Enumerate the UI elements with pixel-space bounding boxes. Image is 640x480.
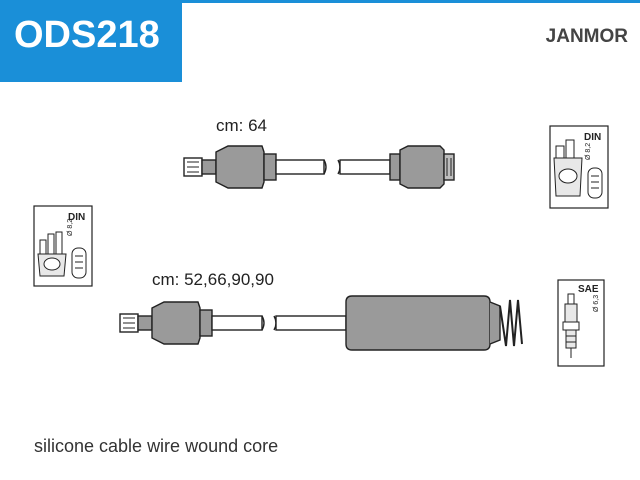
part-number: ODS218	[14, 14, 160, 56]
top-rule	[182, 0, 640, 3]
cable-2-length: cm: 52,66,90,90	[152, 270, 274, 289]
cable-1-length: cm: 64	[216, 116, 268, 135]
cable-2-left-boot	[151, 301, 201, 345]
title-banner: ODS218	[0, 0, 182, 82]
coil-connector-icon	[553, 139, 603, 199]
cable-2	[119, 295, 523, 351]
cable-2-long-boot	[345, 295, 491, 351]
badge-din-left-standard: DIN	[68, 212, 85, 223]
badge-sae-diameter: Ø 6,3	[593, 295, 600, 312]
badge-din-right-diameter: Ø 8,2	[585, 143, 592, 160]
cable-2-spring	[499, 299, 523, 347]
badge-din-right-standard: DIN	[584, 132, 601, 143]
badge-sae-standard: SAE	[578, 284, 599, 295]
cable-1	[183, 145, 455, 189]
brand-name: JANMOR	[545, 26, 628, 47]
distributor-cap-icon	[37, 231, 87, 279]
badge-din-left: DIN Ø 8,2	[33, 205, 93, 287]
cable-1-left-boot	[215, 145, 265, 189]
cable-1-right-boot	[399, 145, 445, 189]
cable-description: silicone cable wire wound core	[34, 436, 279, 456]
spark-plug-icon	[562, 293, 580, 358]
badge-din-left-diameter: Ø 8,2	[67, 219, 74, 236]
cable-1-wire	[275, 159, 325, 175]
cable-2-wire	[211, 315, 263, 331]
badge-sae: SAE Ø 6,3	[557, 279, 605, 367]
badge-din-right: DIN Ø 8,2	[549, 125, 609, 209]
